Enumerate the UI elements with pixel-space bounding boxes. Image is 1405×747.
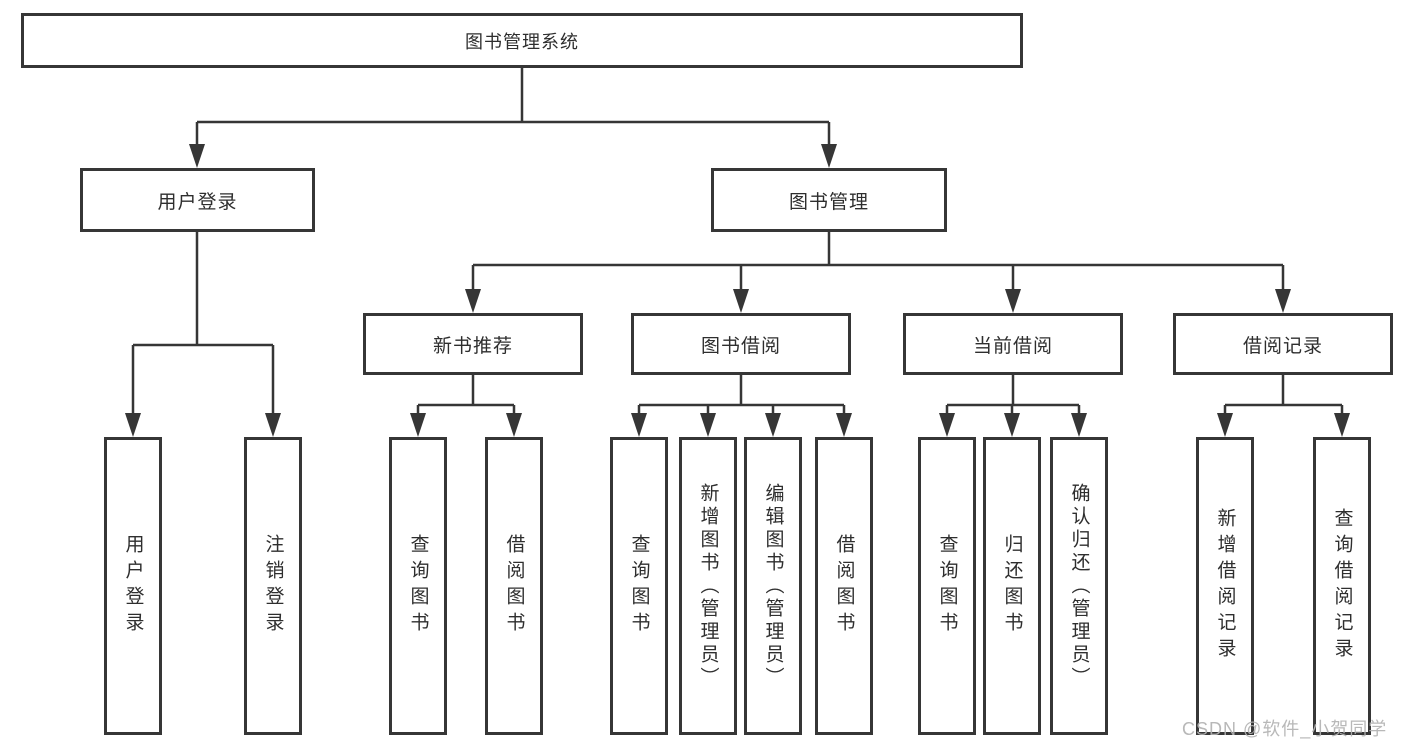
leaf-confirm-return-admin: 确认归还（管理员） (1050, 437, 1108, 735)
connector-borrow-record-children (1223, 375, 1344, 415)
leaf-current-query-books: 查询图书 (918, 437, 976, 735)
leaf-recommend-borrow-books: 借阅图书 (485, 437, 543, 735)
leaf-borrow-books: 借阅图书 (815, 437, 873, 735)
connector-root-to-level2 (195, 68, 831, 146)
arrowheads-book-borrow-children (631, 413, 852, 437)
leaf-borrow-query-books: 查询图书 (610, 437, 668, 735)
leaf-add-borrow-record: 新增借阅记录 (1196, 437, 1254, 735)
leaf-add-books-admin: 新增图书（管理员） (679, 437, 737, 735)
node-label: 编辑图书（管理员） (762, 482, 784, 690)
node-label: 新增借阅记录 (1214, 508, 1236, 664)
node-label: 借阅图书 (833, 534, 855, 638)
connector-current-borrow-children (945, 375, 1081, 415)
node-label: 图书借阅 (700, 335, 781, 357)
csdn-watermark: CSDN @软件_小贺同学 (1182, 719, 1388, 739)
node-label: 图书管理系统 (465, 31, 579, 52)
node-new-book-recommend: 新书推荐 (363, 313, 583, 375)
arrowheads-user-login-children (125, 413, 281, 437)
connector-book-borrow-children (637, 375, 846, 415)
node-label: 借阅图书 (503, 534, 525, 638)
node-label: 用户登录 (157, 191, 238, 213)
node-current-borrow: 当前借阅 (903, 313, 1123, 375)
arrowheads-level3 (465, 289, 1291, 313)
leaf-user-login: 用户登录 (104, 437, 162, 735)
node-book-borrow: 图书借阅 (631, 313, 851, 375)
connector-book-mgmt-to-level3 (471, 232, 1285, 291)
node-label: 查询借阅记录 (1331, 508, 1353, 664)
arrowheads-level2 (189, 144, 837, 168)
leaf-logout: 注销登录 (244, 437, 302, 735)
node-borrow-record: 借阅记录 (1173, 313, 1393, 375)
node-book-management: 图书管理 (711, 168, 947, 232)
node-label: 用户登录 (122, 534, 144, 638)
node-label: 新增图书（管理员） (697, 482, 719, 690)
node-label: 查询图书 (628, 534, 650, 638)
node-label: 新书推荐 (432, 335, 513, 357)
arrowheads-current-borrow-children (939, 413, 1087, 437)
node-label: 确认归还（管理员） (1068, 482, 1090, 690)
node-library-management-system: 图书管理系统 (21, 13, 1023, 68)
node-label: 归还图书 (1001, 534, 1023, 638)
leaf-edit-books-admin: 编辑图书（管理员） (744, 437, 802, 735)
node-label: 查询图书 (936, 534, 958, 638)
arrowheads-borrow-record-children (1217, 413, 1350, 437)
leaf-recommend-query-books: 查询图书 (389, 437, 447, 735)
leaf-query-borrow-record: 查询借阅记录 (1313, 437, 1371, 735)
node-label: 图书管理 (788, 191, 869, 213)
connector-new-book-children (416, 375, 516, 415)
arrowheads-new-book-children (410, 413, 522, 437)
node-label: 借阅记录 (1242, 335, 1323, 357)
node-label: 当前借阅 (972, 335, 1053, 357)
leaf-return-books: 归还图书 (983, 437, 1041, 735)
node-user-login: 用户登录 (80, 168, 315, 232)
node-label: 注销登录 (262, 534, 284, 638)
connector-user-login-children (131, 232, 275, 415)
node-label: 查询图书 (407, 534, 429, 638)
